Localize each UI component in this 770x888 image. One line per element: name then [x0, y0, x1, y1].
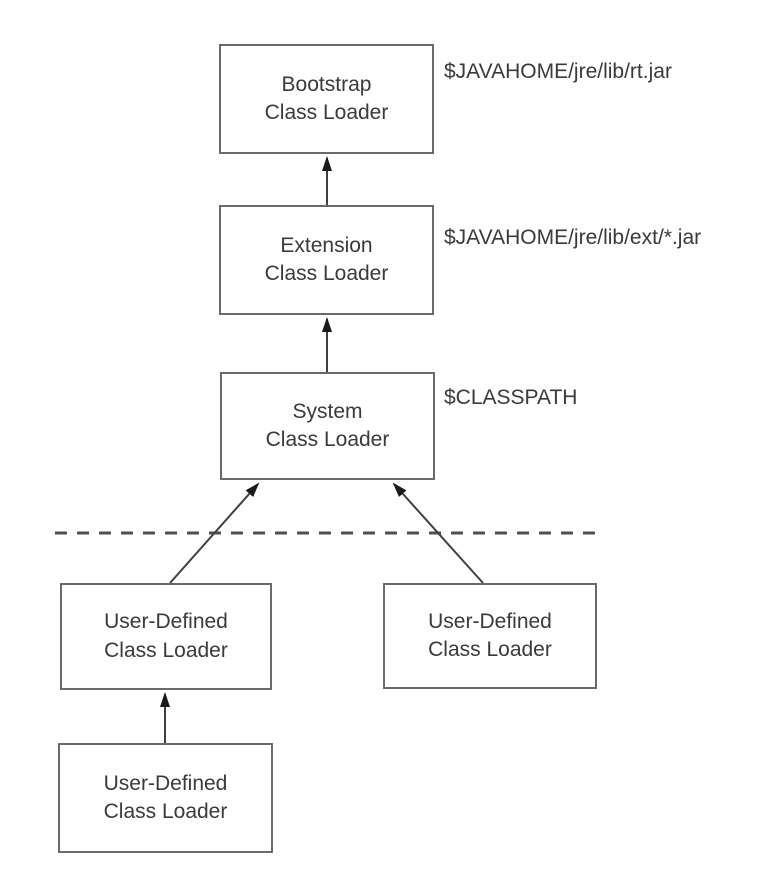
annotation-extension-path: $JAVAHOME/jre/lib/ext/*.jar — [444, 226, 702, 249]
node-label-line: Extension — [280, 233, 373, 257]
node-bootstrap-class-loader: Bootstrap Class Loader — [219, 44, 434, 154]
node-label-line: Class Loader — [104, 638, 228, 662]
arrow-user-left-to-system — [169, 482, 260, 584]
node-label-line: Class Loader — [264, 101, 389, 124]
node-label-line: Class Loader — [103, 800, 228, 823]
node-label-line: Class Loader — [265, 428, 390, 451]
node-label-line: System — [292, 399, 363, 423]
node-user-defined-class-loader-right: User-Defined Class Loader — [383, 583, 597, 689]
node-label-line: User-Defined — [104, 610, 228, 634]
node-user-defined-class-loader-left: User-Defined Class Loader — [60, 583, 272, 690]
node-label-line: Bootstrap — [281, 72, 372, 96]
node-label-line: Class Loader — [264, 262, 389, 285]
node-label-line: User-Defined — [428, 609, 552, 633]
node-user-defined-class-loader-bottom: User-Defined Class Loader — [58, 743, 273, 853]
node-label-line: User-Defined — [103, 771, 228, 795]
annotation-classpath: $CLASSPATH — [444, 386, 578, 409]
node-label-line: Class Loader — [428, 638, 552, 661]
annotation-bootstrap-path: $JAVAHOME/jre/lib/rt.jar — [444, 60, 672, 83]
node-system-class-loader: System Class Loader — [220, 372, 435, 480]
arrow-user-right-to-system — [392, 482, 484, 584]
node-extension-class-loader: Extension Class Loader — [219, 205, 434, 315]
